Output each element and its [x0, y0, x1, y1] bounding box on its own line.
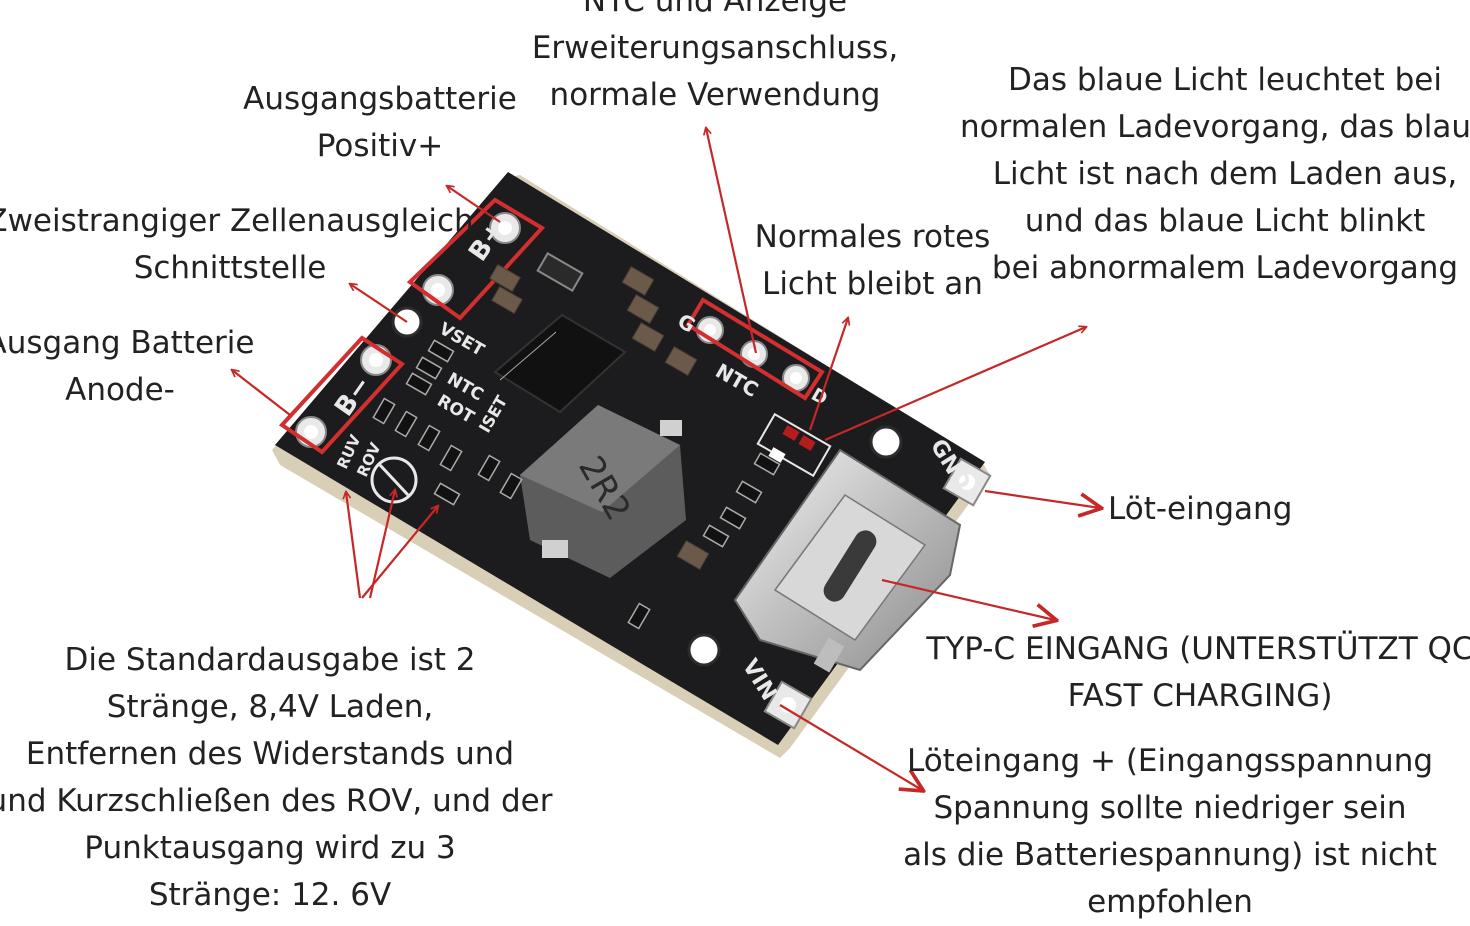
label-blaues-licht: Das blaue Licht leuchtet bei normalen La…: [959, 62, 1470, 286]
leds: [756, 412, 832, 478]
arrow-zellen: [350, 284, 408, 323]
arrow-gnd: [984, 489, 1100, 508]
arrow-vin: [779, 704, 922, 790]
inductor: [520, 405, 686, 578]
label-batterie-anode: Ausgang Batterie Anode-: [0, 325, 255, 408]
arrow-rot: [808, 318, 848, 431]
arrow-ntc: [706, 128, 758, 354]
b-minus-pads: [278, 335, 406, 455]
label-loeteingang-plus: Löteingang + (Eingangsspannung Spannung …: [903, 743, 1437, 920]
gnd-pad: [942, 457, 992, 507]
diode: [536, 251, 584, 293]
main-ic: [493, 313, 627, 414]
arrow-b-plus: [447, 186, 501, 223]
label-zellenausgleich: Zweistrangiger Zellenausgleich Schnittst…: [0, 203, 474, 286]
rov-jumper: [370, 456, 418, 504]
arrow-std-3: [346, 492, 362, 599]
arrow-std-1: [368, 490, 395, 599]
resistors: [372, 339, 781, 630]
capacitors: [489, 263, 710, 570]
label-typ-c: TYP-C EINGANG (UNTERSTÜTZT QC FAST CHARG…: [926, 631, 1470, 714]
arrow-anode: [232, 370, 291, 416]
annotation-arrows: [232, 128, 1100, 790]
usb-c-connector: [733, 448, 962, 673]
arrow-typc: [881, 578, 1055, 620]
arrow-std-2: [361, 506, 438, 599]
label-loet-eingang: Löt-eingang: [1108, 491, 1293, 527]
label-standardausgabe: Die Standardausgabe ist 2 Stränge, 8,4V …: [0, 642, 553, 913]
b-plus-pads: [406, 197, 546, 321]
label-ntc-anzeige: NTC und Anzeige Erweiterungsanschluss, n…: [531, 0, 899, 113]
label-batterie-positiv: Ausgangsbatterie Positiv+: [243, 81, 517, 164]
label-rotes-licht: Normales rotes Licht bleibt an: [754, 219, 991, 302]
arrow-blau: [824, 327, 1086, 442]
